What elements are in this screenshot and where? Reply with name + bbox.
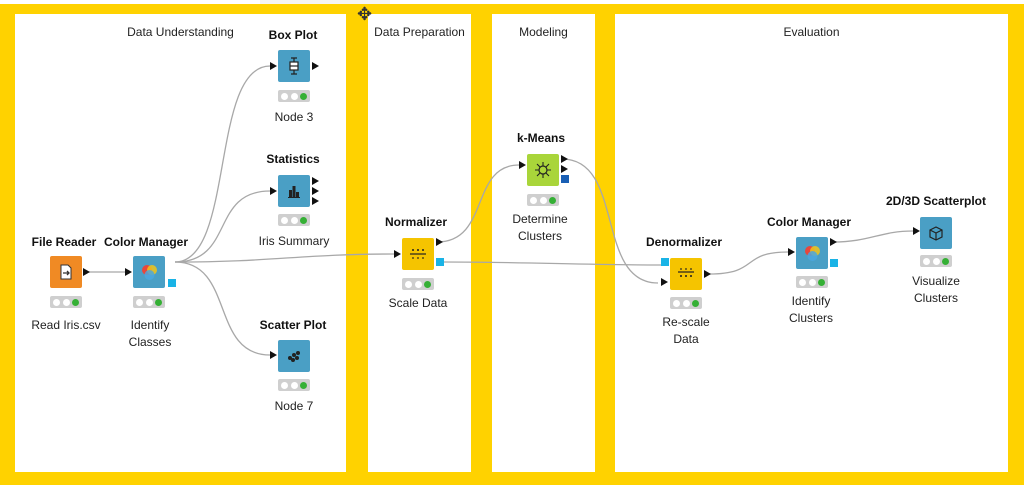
output-port[interactable] [830,238,837,246]
node-label[interactable]: Determine Clusters [512,212,568,243]
color-palette-icon [805,246,820,261]
node-icon-box[interactable] [278,175,310,207]
input-port[interactable] [125,268,132,276]
file-import-icon [60,264,72,280]
node-title: Box Plot [268,28,318,42]
node-label[interactable]: Identify Clusters [788,294,833,325]
cluster-icon [535,162,551,178]
node-icon-box[interactable] [133,256,165,288]
node-icon-box[interactable] [278,340,310,372]
node-icon-box[interactable] [50,256,82,288]
node-title: Color Manager [766,215,852,229]
output-port[interactable] [312,177,319,185]
annotation-title: Modeling [519,25,568,39]
node-status-traffic-light [796,276,828,288]
output-port[interactable] [83,268,90,276]
connection-wire [174,253,395,263]
connection-wire [174,190,271,263]
connection-wire [174,65,271,263]
annotation-title: Data Preparation [374,25,465,39]
canvas-top-edge [260,0,390,4]
node-status-traffic-light [133,296,165,308]
node-label[interactable]: Identify Classes [128,318,172,349]
model-output-port[interactable] [436,258,444,266]
input-port[interactable] [661,278,668,286]
node-title: 2D/3D Scatterplot [885,194,987,208]
connection-wire [443,261,662,266]
input-port[interactable] [270,62,277,70]
node-title: Color Manager [103,235,189,249]
output-port[interactable] [561,155,568,163]
node-icon-box[interactable] [278,50,310,82]
node-icon-box[interactable] [796,237,828,269]
node-label[interactable]: Iris Summary [258,234,330,248]
node-label[interactable]: Node 3 [274,110,314,124]
node-label[interactable]: Re-scale Data [662,315,710,346]
input-port[interactable] [270,187,277,195]
node-status-traffic-light [402,278,434,290]
input-port[interactable] [519,161,526,169]
scatter-dots-icon [288,351,300,362]
output-port[interactable] [312,62,319,70]
connection-wire [832,230,914,243]
annotation-modeling[interactable]: Modeling [492,14,595,472]
input-port[interactable] [270,351,277,359]
node-label[interactable]: Scale Data [388,296,448,310]
color-model-output-port[interactable] [168,279,176,287]
normalize-icon [410,249,426,259]
node-status-traffic-light [278,379,310,391]
node-status-traffic-light [670,297,702,309]
denormalize-icon [678,268,694,277]
node-icon-box[interactable] [527,154,559,186]
node-title: Scatter Plot [259,318,327,332]
node-status-traffic-light [920,255,952,267]
connection-wire [174,261,271,356]
node-label[interactable]: Node 7 [274,399,314,413]
color-palette-icon [142,265,157,280]
cluster-model-output-port[interactable] [561,175,569,183]
connection-wire [561,158,659,284]
input-port[interactable] [394,250,401,258]
move-cursor-icon: ✥ [357,4,373,24]
annotation-title: Evaluation [783,25,840,39]
node-title: File Reader [31,235,97,249]
node-status-traffic-light [50,296,82,308]
connection-wire [708,251,789,275]
model-input-port[interactable] [661,258,669,266]
node-icon-box[interactable] [402,238,434,270]
annotation-title: Data Understanding [127,25,234,39]
node-title: Denormalizer [645,235,723,249]
node-label[interactable]: Read Iris.csv [31,318,101,332]
node-status-traffic-light [278,214,310,226]
output-port[interactable] [561,165,568,173]
output-port[interactable] [312,197,319,205]
output-port[interactable] [436,238,443,246]
output-port[interactable] [704,270,711,278]
node-label[interactable]: Visualize Clusters [912,274,960,305]
node-icon-box[interactable] [670,258,702,290]
input-port[interactable] [788,248,795,256]
node-status-traffic-light [278,90,310,102]
connection-wire [436,164,520,243]
node-status-traffic-light [527,194,559,206]
node-title: Statistics [266,152,320,166]
input-port[interactable] [913,227,920,235]
box-plot-icon [289,57,299,75]
statistics-icon [288,186,300,198]
cube-icon [929,226,943,241]
node-title: Normalizer [384,215,448,229]
node-title: k-Means [516,131,566,145]
node-icon-box[interactable] [920,217,952,249]
output-port[interactable] [312,187,319,195]
color-model-output-port[interactable] [830,259,838,267]
